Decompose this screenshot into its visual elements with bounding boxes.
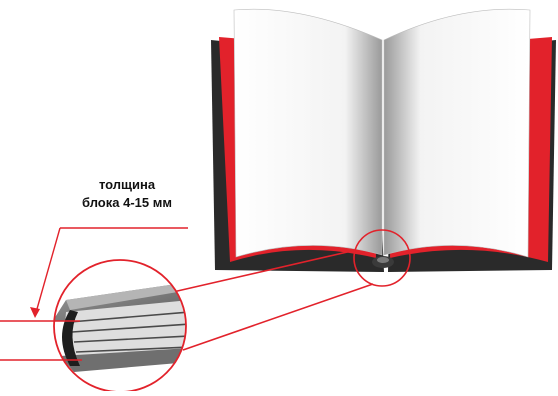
page-left <box>233 8 383 258</box>
caption-line-2: блока 4-15 мм <box>82 195 172 210</box>
thickness-indicator <box>0 227 188 361</box>
connector-line-top <box>172 249 357 293</box>
page-right <box>383 8 531 258</box>
thickness-caption: толщина блока 4-15 мм <box>52 176 202 212</box>
leader-arrow-head <box>30 307 40 318</box>
caption-line-1: толщина <box>98 177 156 192</box>
connector-line-bottom <box>182 283 374 351</box>
zoom-circle-icon <box>53 259 187 393</box>
spine-highlight-circle <box>353 229 411 287</box>
open-book-icon <box>211 8 556 272</box>
leader-line <box>34 227 61 317</box>
